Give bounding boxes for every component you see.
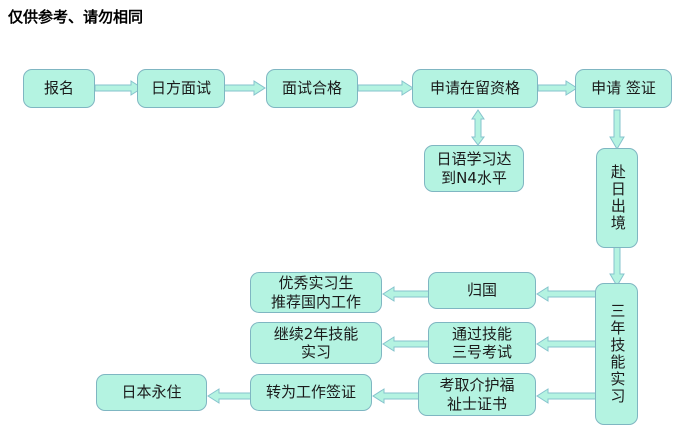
node-tongguojinengsanhao[interactable]: 通过技能 三号考试 — [428, 322, 536, 364]
connector-baoming-to-rifangmianshi — [94, 80, 143, 96]
connector-shenqingqianzheng-to-furichujing — [609, 109, 625, 150]
node-riyuxuexi-n4[interactable]: 日语学习达 到N4水平 — [424, 145, 524, 192]
connector-rifangmianshi-to-mianshihege — [223, 80, 266, 96]
node-baoming[interactable]: 报名 — [23, 69, 95, 108]
page-title: 仅供参考、请勿相同 — [8, 8, 144, 26]
connector-furichujing-to-sanniannenshixi — [609, 244, 625, 287]
node-mianshihege[interactable]: 面试合格 — [266, 69, 358, 108]
node-furichujing[interactable]: 赴日出境 — [596, 148, 638, 248]
connector-sanniannenshixi-to-tongguojineng — [536, 336, 599, 352]
node-jixu2niannenshixi[interactable]: 继续2年技能 实习 — [250, 322, 382, 364]
node-kaoqujiehufuzhishi[interactable]: 考取介护福 祉士证书 — [418, 373, 536, 416]
connector-guiguo-to-youxiushixisheng — [382, 286, 431, 302]
connector-shenqingzailiu-to-shenqingqianzheng — [537, 80, 578, 96]
connector-sanniannenshixi-to-kaoqujiehu — [536, 388, 599, 404]
node-zhuanweigongzuoqianzheng[interactable]: 转为工作签证 — [250, 374, 372, 411]
node-shenqingqianzheng[interactable]: 申请 签证 — [575, 69, 672, 108]
connector-mianshihege-to-shenqingzailiu — [357, 80, 414, 96]
node-guiguo[interactable]: 归国 — [428, 272, 536, 309]
node-shenqingzailiuzige[interactable]: 申请在留资格 — [412, 69, 538, 108]
node-ribenyongzhu[interactable]: 日本永住 — [96, 374, 207, 411]
node-sanniannenshixi[interactable]: 三年技能实习 — [595, 283, 638, 425]
node-rifangmianshi[interactable]: 日方面试 — [137, 69, 225, 108]
node-youxiushixisheng[interactable]: 优秀实习生 推荐国内工作 — [250, 272, 382, 313]
connector-tongguojineng-to-jixu2nian — [382, 336, 431, 352]
connector-sanniannenshixi-to-guiguo — [536, 286, 599, 302]
connector-kaoqujiehu-to-zhuanweigongzuo — [372, 388, 421, 404]
connector-riyuxuexi-to-shenqingzailiu — [470, 109, 486, 146]
